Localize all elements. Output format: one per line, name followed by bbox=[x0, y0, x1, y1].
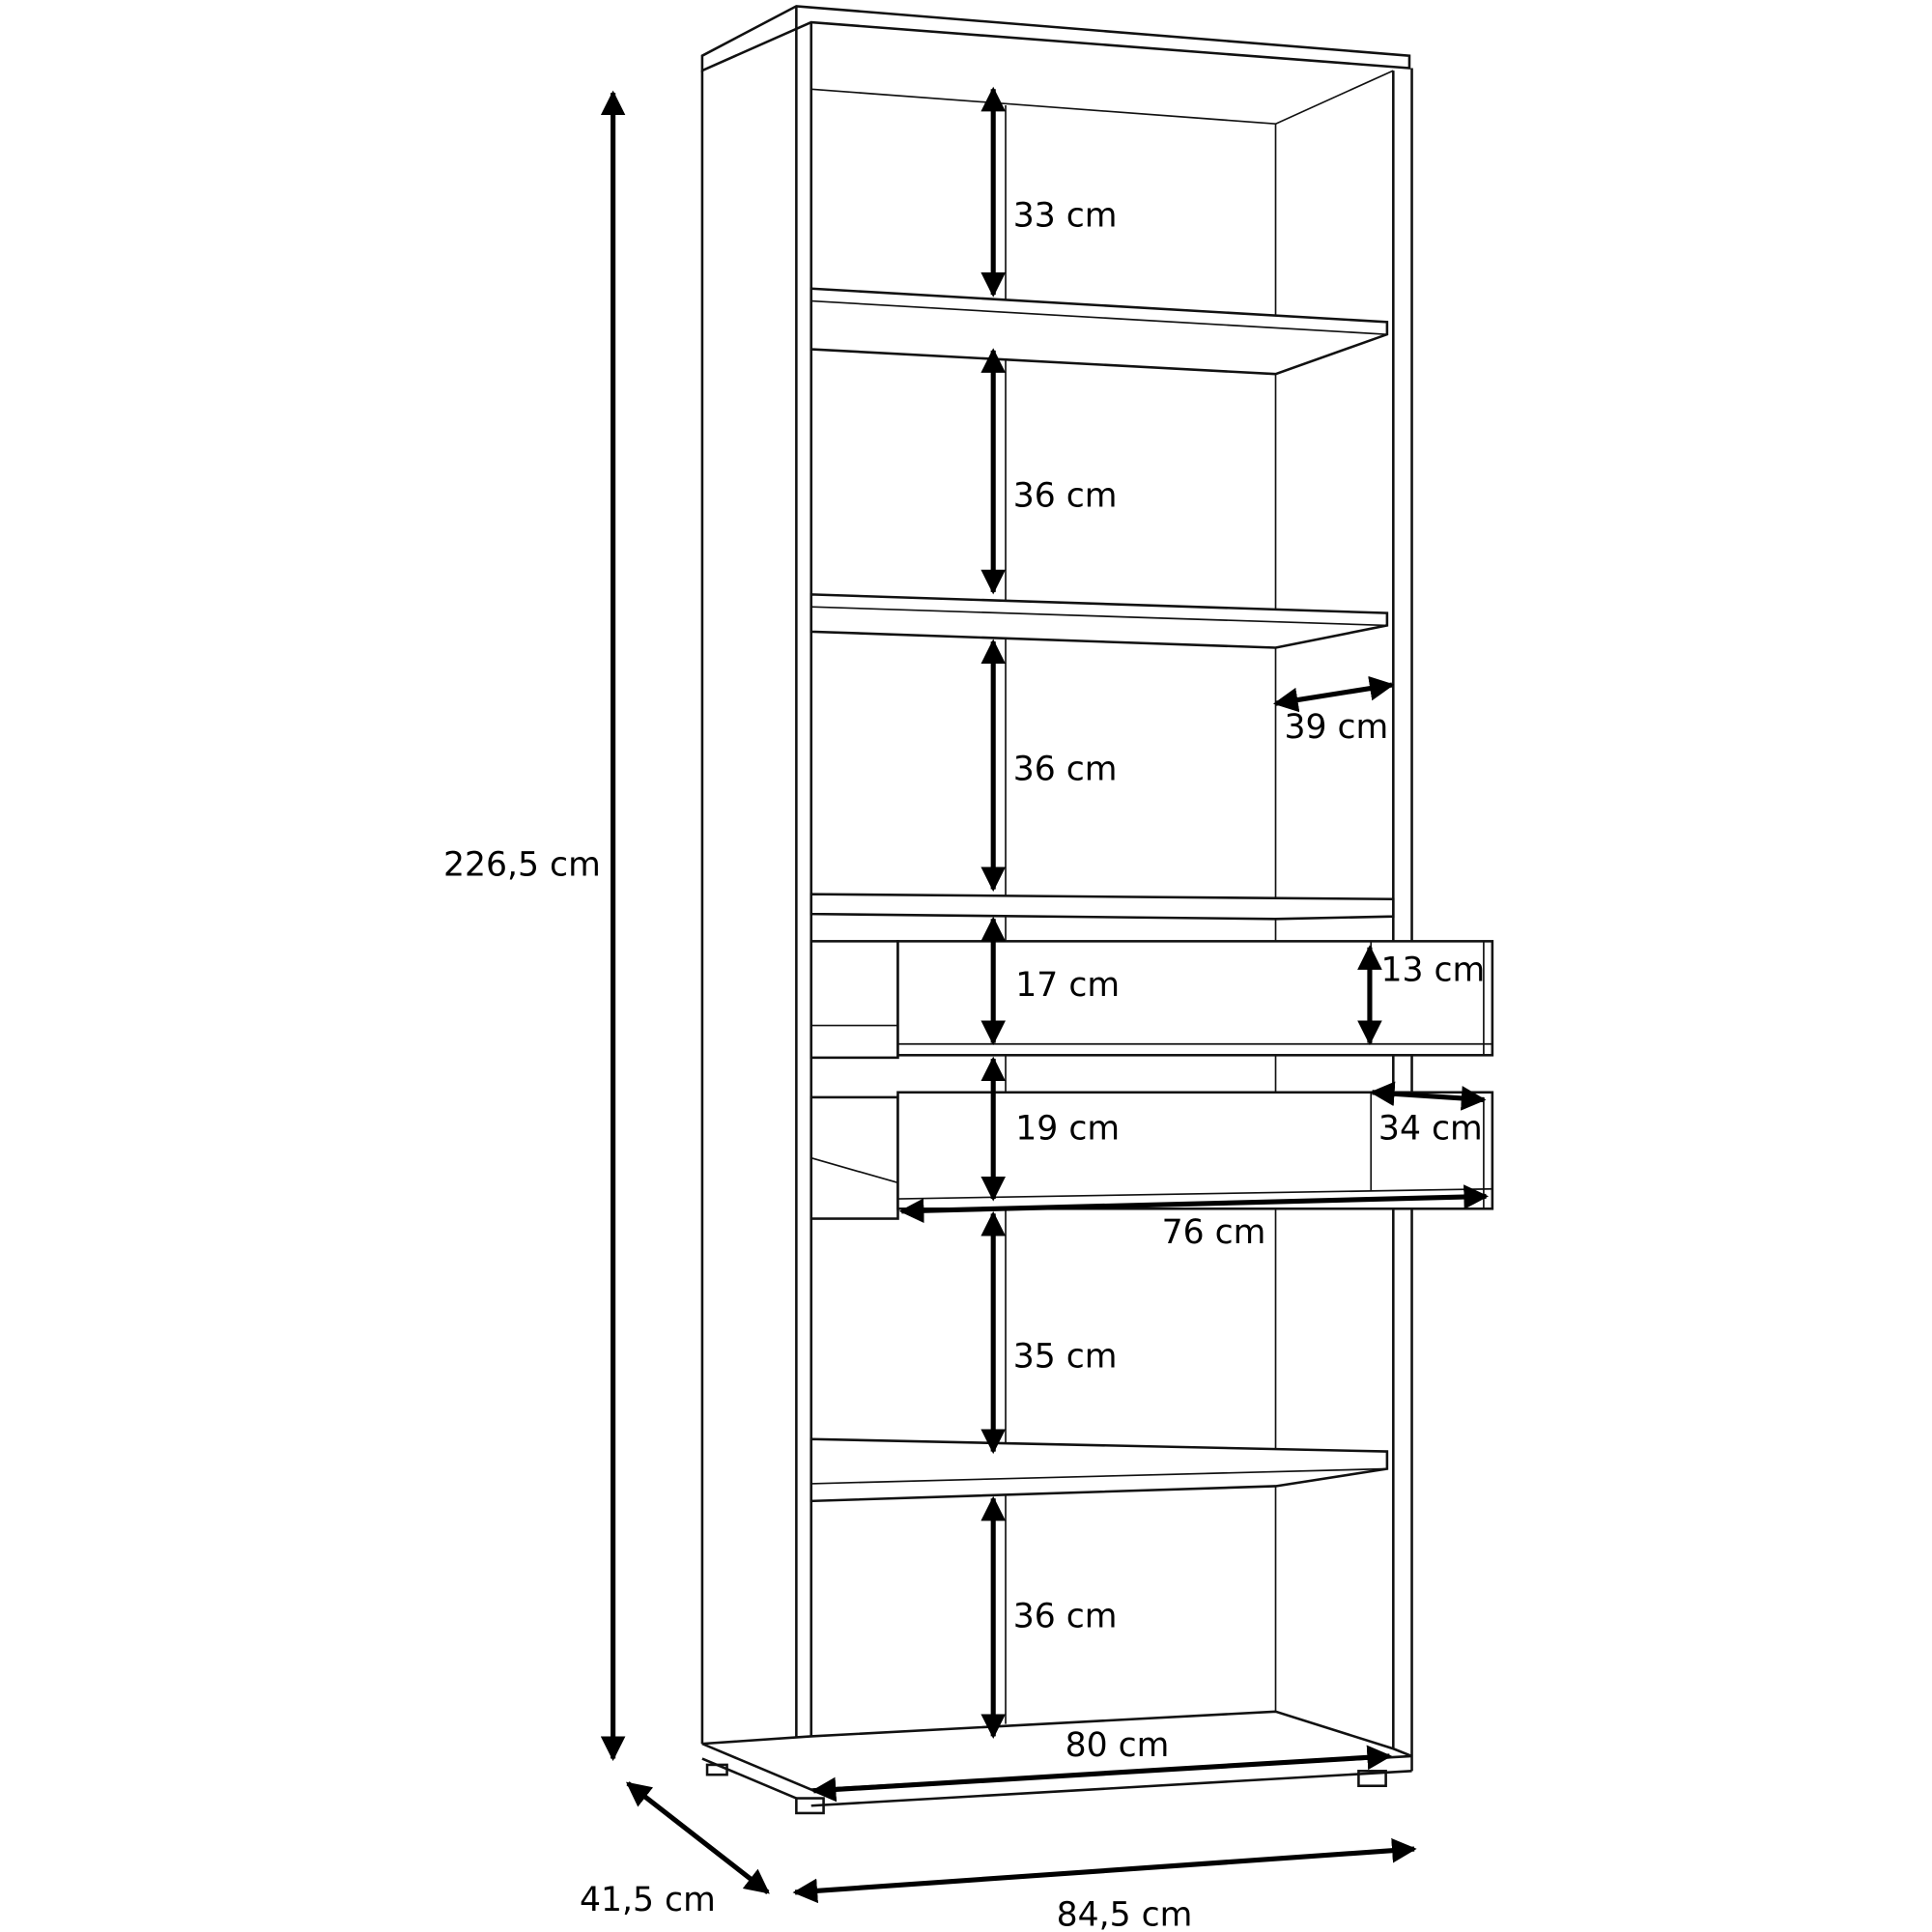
top-board bbox=[700, 5, 1411, 73]
label-compartment-5: 36 cm bbox=[1013, 1598, 1118, 1636]
inner-width-arrow bbox=[810, 1745, 1393, 1803]
label-shelf-depth: 39 cm bbox=[1284, 708, 1388, 747]
foot bbox=[795, 1797, 825, 1815]
label-total-width: 84,5 cm bbox=[1057, 1896, 1193, 1932]
label-compartment-4: 35 cm bbox=[1013, 1337, 1118, 1376]
label-inner-width: 80 cm bbox=[1065, 1726, 1170, 1765]
shelf bbox=[810, 287, 1389, 376]
shelf bbox=[810, 593, 1389, 649]
label-drawer-1-opening: 17 cm bbox=[1015, 966, 1120, 1005]
dimension-arrows bbox=[600, 86, 1490, 1904]
label-total-depth: 41,5 cm bbox=[580, 1881, 716, 1919]
label-total-height: 226,5 cm bbox=[443, 845, 601, 884]
label-drawer-1-inner-height: 13 cm bbox=[1380, 951, 1485, 989]
depth-arrow bbox=[625, 1781, 770, 1894]
shelf bbox=[810, 893, 1395, 921]
label-drawer-inner-width: 76 cm bbox=[1162, 1213, 1266, 1252]
shelves bbox=[810, 287, 1395, 1503]
label-drawer-inner-depth: 34 cm bbox=[1378, 1109, 1483, 1148]
label-compartment-3: 36 cm bbox=[1013, 751, 1118, 789]
width-arrow bbox=[792, 1837, 1417, 1904]
label-compartment-1: 33 cm bbox=[1013, 197, 1118, 236]
label-compartment-2: 36 cm bbox=[1013, 476, 1118, 515]
foot bbox=[705, 1763, 728, 1776]
label-drawer-2-opening: 19 cm bbox=[1015, 1109, 1120, 1148]
shelf bbox=[810, 1437, 1389, 1503]
